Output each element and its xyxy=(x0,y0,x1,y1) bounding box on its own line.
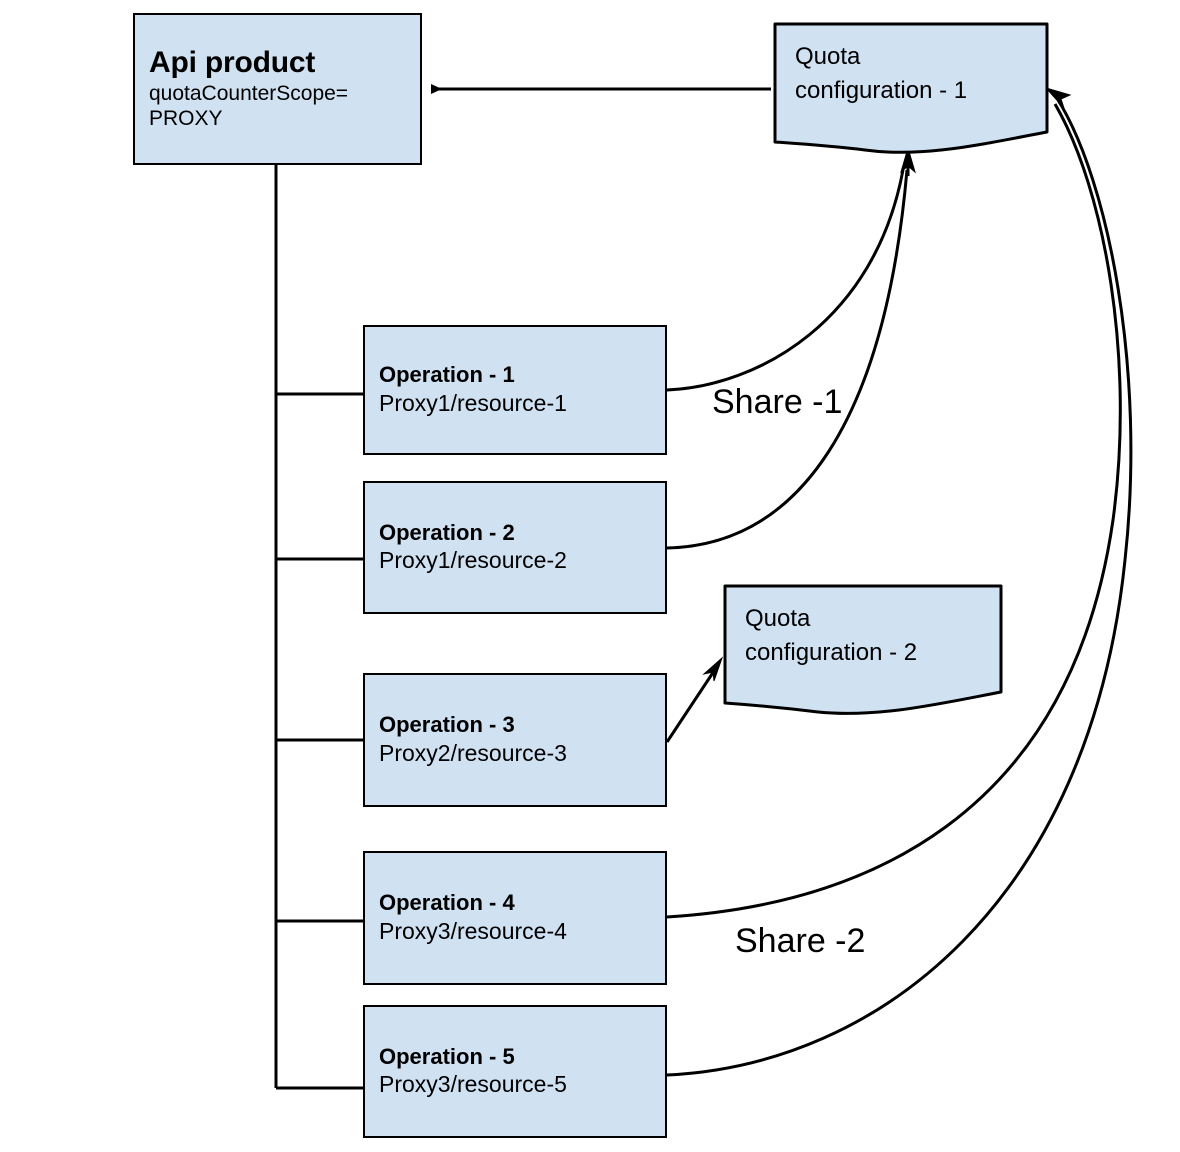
node-quota-configuration-1[interactable]: Quota configuration - 1 xyxy=(773,22,1049,154)
api-product-scope-line1: quotaCounterScope= xyxy=(149,81,349,105)
quota-configuration-2-shape xyxy=(723,584,1003,715)
node-operation-3[interactable]: Operation - 3 Proxy2/resource-3 xyxy=(363,673,667,807)
operation-5-path: Proxy3/resource-5 xyxy=(379,1071,567,1098)
edge-operation-4-to-quota1 xyxy=(666,103,1122,919)
quota-configuration-1-line1: Quota xyxy=(795,43,861,70)
operation-1-title: Operation - 1 xyxy=(379,362,515,388)
edge-operation-1-to-quota1 xyxy=(666,169,905,392)
quota-configuration-1-line2: configuration - 1 xyxy=(795,77,968,105)
node-quota-configuration-2[interactable]: Quota configuration - 2 xyxy=(723,584,1003,718)
operation-1-path: Proxy1/resource-1 xyxy=(379,389,567,416)
node-operation-1[interactable]: Operation - 1 Proxy1/resource-1 xyxy=(363,325,667,455)
operation-5-title: Operation - 5 xyxy=(379,1043,515,1069)
quota-configuration-2-line1: Quota xyxy=(745,605,811,632)
quota-configuration-2-text: Quota configuration - 2 xyxy=(745,602,993,670)
tree-trunk xyxy=(274,165,366,1090)
operation-2-path: Proxy1/resource-2 xyxy=(379,547,567,574)
arrowhead-op3-into-quota2 xyxy=(702,656,724,682)
quota-configuration-2-line2: configuration - 2 xyxy=(745,639,918,667)
operation-2-title: Operation - 2 xyxy=(379,519,515,545)
operation-4-path: Proxy3/resource-4 xyxy=(379,917,567,944)
api-product-title: Api product xyxy=(149,46,316,80)
operation-4-title: Operation - 4 xyxy=(379,890,515,916)
edge-operation-3-to-quota2 xyxy=(665,664,720,743)
node-operation-4[interactable]: Operation - 4 Proxy3/resource-4 xyxy=(363,851,667,985)
edge-label-share-1: Share -1 xyxy=(712,383,843,421)
edge-operation-2-to-quota1 xyxy=(666,169,909,550)
api-product-scope-line2: PROXY xyxy=(149,107,223,131)
node-operation-5[interactable]: Operation - 5 Proxy3/resource-5 xyxy=(363,1005,667,1138)
node-api-product[interactable]: Api product quotaCounterScope= PROXY xyxy=(133,13,422,165)
edge-label-share-2: Share -2 xyxy=(735,922,866,960)
arrowhead-share2-into-quota1 xyxy=(1044,87,1072,109)
quota-configuration-1-shape xyxy=(773,22,1049,154)
node-operation-2[interactable]: Operation - 2 Proxy1/resource-2 xyxy=(363,481,667,614)
edge-operation-5-to-quota1 xyxy=(666,99,1133,1077)
quota-configuration-1-text: Quota configuration - 1 xyxy=(795,40,1039,108)
operation-3-title: Operation - 3 xyxy=(379,712,515,738)
operation-3-path: Proxy2/resource-3 xyxy=(379,739,567,766)
